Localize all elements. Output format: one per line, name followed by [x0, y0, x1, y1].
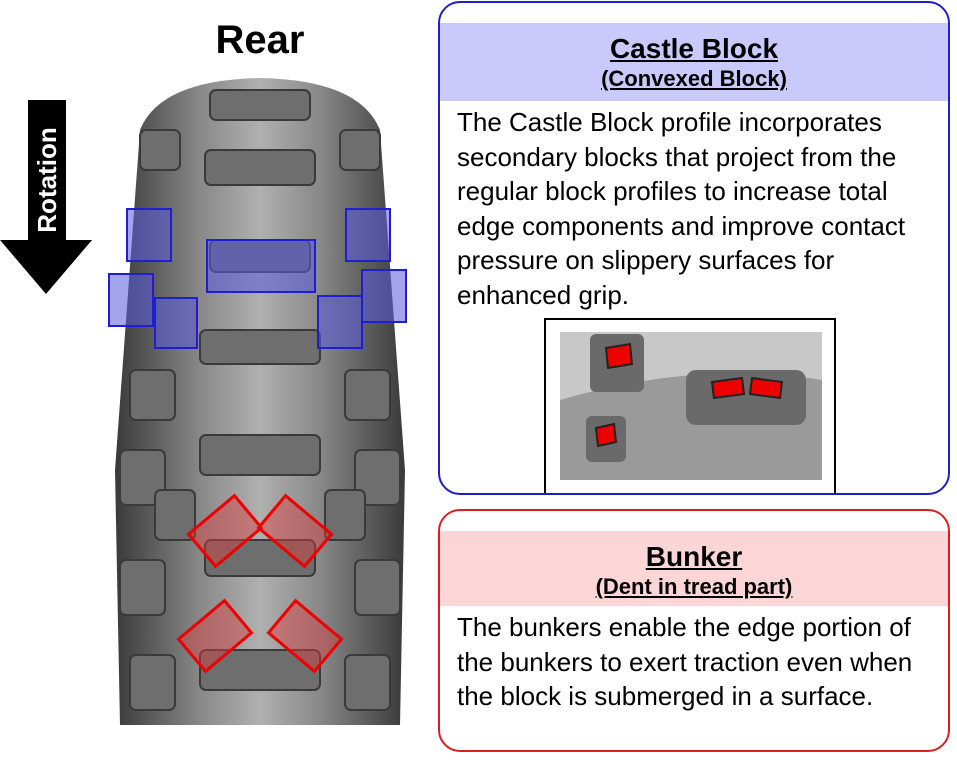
castle-block-subtitle: (Convexed Block): [601, 66, 787, 91]
castle-block-header: Castle Block (Convexed Block): [440, 23, 948, 101]
bunker-title: Bunker: [645, 541, 743, 572]
castle-block-closeup-image: [544, 318, 836, 493]
rotation-arrow-icon: [0, 100, 92, 294]
castle-block-panel: Castle Block (Convexed Block) The Castle…: [438, 1, 950, 495]
rear-tire-image: [108, 78, 407, 725]
bunker-description: The bunkers enable the edge portion of t…: [457, 612, 913, 711]
castle-block-title: Castle Block: [609, 33, 779, 64]
bunker-panel: Bunker (Dent in tread part) The bunkers …: [438, 509, 950, 752]
bunker-subtitle: (Dent in tread part): [595, 574, 793, 599]
rear-title: Rear: [215, 18, 305, 62]
bunker-header: Bunker (Dent in tread part): [440, 531, 948, 606]
castle-block-description: The Castle Block profile incorporates se…: [457, 107, 906, 310]
rotation-label: Rotation: [32, 127, 62, 233]
